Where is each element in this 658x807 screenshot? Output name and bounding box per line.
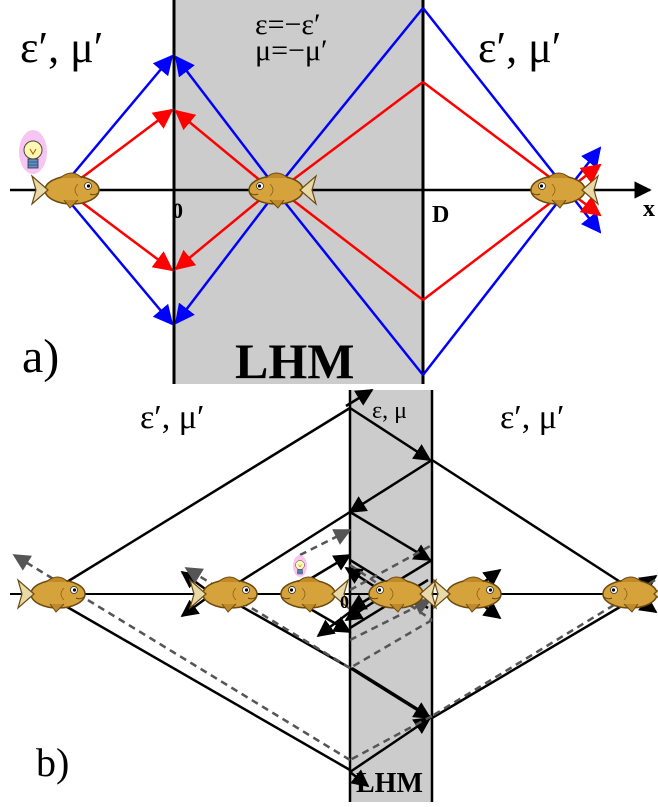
panel-label-a: a)	[22, 330, 59, 383]
fish-icon	[31, 172, 100, 209]
ray-solid-mid-upper	[229, 510, 351, 590]
origin-label-b: 0	[340, 592, 349, 612]
left-medium-label-b: ε′, μ′	[140, 399, 204, 436]
ray-solid-slab-1	[349, 406, 432, 462]
ray-solid-outer-lower-in	[61, 602, 351, 772]
panel-b: ε′, μ′ ε′, μ′ ε, μ LHM b) 0	[10, 388, 658, 802]
slab-eps-label: ε=−ε′	[255, 8, 321, 41]
ray-solid-out-upper	[431, 458, 626, 587]
slab-mu-label: μ=−μ′	[255, 34, 328, 67]
ray-red-incident-lower	[71, 194, 174, 272]
fish-icon	[17, 576, 86, 613]
panel-label-b: b)	[36, 740, 69, 785]
ray-solid-slab-2	[348, 458, 433, 514]
ray-dashed-slab-1	[349, 714, 433, 762]
ray-dashed-slab-4	[349, 543, 433, 592]
right-medium-label-a: ε′, μ′	[478, 23, 561, 72]
ray-blue-slab-upper-a	[282, 7, 424, 181]
ray-solid-bottom-arrow	[349, 769, 370, 788]
fish-icon	[530, 172, 599, 209]
lhm-label-b: LHM	[356, 768, 423, 799]
ray-blue-incident-lower	[67, 199, 174, 326]
ray-red-slab-lower-a	[289, 197, 424, 301]
slab-medium-label-b: ε, μ	[372, 398, 407, 424]
fish-icon	[189, 576, 258, 613]
fish-icon	[280, 576, 349, 613]
left-medium-label-a: ε′, μ′	[20, 23, 103, 72]
ray-blue-reflected-lower	[174, 199, 271, 325]
panel-a: ε′, μ′ ε′, μ′ ε=−ε′ μ=−μ′ LHM a) 0 D x	[10, 0, 655, 389]
ray-red-reflected-lower	[174, 197, 263, 271]
ray-solid-top-arrow	[345, 388, 374, 408]
fish-icon	[433, 576, 502, 613]
ray-solid-outer-upper-in	[61, 406, 351, 587]
origin-label-a: 0	[172, 198, 183, 223]
thickness-label: D	[432, 202, 449, 228]
ray-solid-slab-5	[349, 716, 432, 774]
ray-dashed-in-right	[431, 578, 656, 718]
ray-solid-mid-lower	[229, 598, 351, 670]
axis-label-x: x	[643, 196, 655, 222]
ray-dashed-top-bulb	[299, 528, 352, 557]
ray-dashed-slab-2	[349, 618, 433, 670]
ray-solid-out-lower	[431, 602, 626, 720]
lhm-label-a: LHM	[235, 333, 354, 389]
ray-solid-slab-7	[351, 666, 433, 720]
right-medium-label-b: ε′, μ′	[500, 399, 564, 436]
ray-blue-reflected-upper	[174, 55, 271, 181]
ray-red-slab-upper-a	[289, 81, 424, 183]
ray-blue-incident-upper	[67, 54, 174, 181]
ray-dashed-slab-5	[349, 598, 432, 642]
ray-blue-slab-lower-a	[282, 199, 424, 376]
ray-red-incident-upper	[71, 108, 174, 186]
lightbulb-icon	[292, 554, 308, 578]
ray-red-reflected-upper	[174, 109, 263, 183]
lightbulb-icon	[18, 129, 48, 175]
